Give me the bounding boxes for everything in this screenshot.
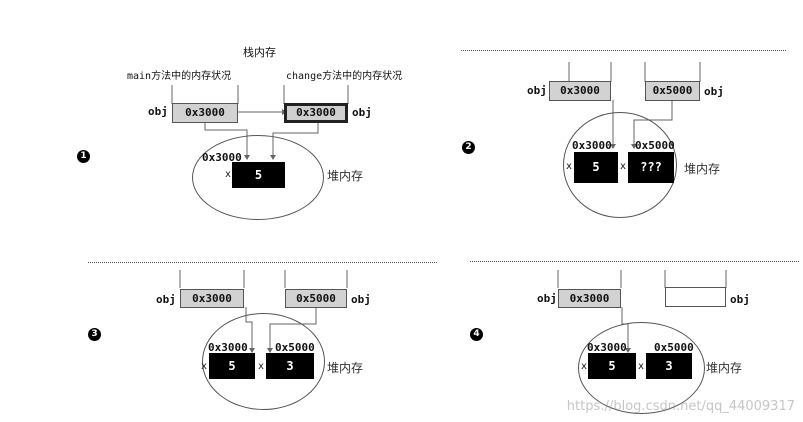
- p1-heap-ellipse: [192, 135, 324, 220]
- p1-heap-address: 0x3000: [202, 151, 242, 164]
- p4-heap-address-2: 0x5000: [654, 341, 694, 354]
- p4-heap-address-1: 0x3000: [587, 341, 627, 354]
- p2-x-label-2: x: [620, 161, 627, 172]
- p3-heap-address-2: 0x5000: [275, 341, 315, 354]
- main-method-caption: main方法中的内存状况: [127, 71, 232, 82]
- p2-heap-object-1: 5: [574, 152, 618, 183]
- p4-heap-memory-label: 堆内存: [706, 361, 743, 375]
- p2-x-label-1: x: [566, 161, 573, 172]
- panel-number-4: 4: [470, 328, 483, 341]
- panel-number-2: 2: [462, 141, 475, 154]
- p1-heap-memory-label: 堆内存: [327, 169, 364, 183]
- p3-heap-object-1: 5: [209, 353, 255, 379]
- p3-change-obj-label: obj: [351, 293, 371, 306]
- separator-bottom-right: [470, 261, 799, 262]
- p1-change-obj-label: obj: [352, 106, 372, 119]
- p4-heap-ellipse: [578, 322, 705, 414]
- p1-x-label: x: [225, 169, 232, 180]
- p3-heap-memory-label: 堆内存: [327, 361, 364, 375]
- p3-x-label-2: x: [258, 361, 265, 372]
- p2-heap-object-2: ???: [628, 152, 674, 183]
- p4-x-label-1: x: [581, 361, 588, 372]
- p3-heap-ellipse: [202, 313, 325, 410]
- p3-change-obj-reference: 0x5000: [285, 289, 347, 308]
- p3-main-obj-reference: 0x3000: [180, 289, 244, 308]
- stack-memory-title: 栈内存: [243, 46, 276, 59]
- p1-main-obj-label: obj: [148, 105, 168, 118]
- panel-number-1: 1: [77, 150, 90, 163]
- p3-main-obj-label: obj: [156, 293, 176, 306]
- separator-top-right: [461, 50, 786, 51]
- p2-change-obj-label: obj: [704, 85, 724, 98]
- p2-heap-address-2: 0x5000: [635, 139, 675, 152]
- p3-x-label-1: x: [201, 361, 208, 372]
- p1-heap-object: 5: [232, 162, 285, 188]
- p4-heap-object-2: 3: [646, 353, 692, 379]
- change-method-caption: change方法中的内存状况: [286, 71, 403, 82]
- p4-change-obj-label: obj: [730, 293, 750, 306]
- p2-main-obj-reference: 0x3000: [549, 81, 611, 101]
- p2-change-obj-reference: 0x5000: [645, 81, 700, 101]
- watermark-text: https://blog.csdn.net/qq_44009317: [566, 399, 795, 414]
- p2-heap-memory-label: 堆内存: [684, 162, 721, 176]
- panel-number-3: 3: [88, 328, 101, 341]
- p4-main-obj-reference: 0x3000: [558, 289, 621, 308]
- p4-change-obj-reference-empty: [665, 287, 726, 307]
- separator-bottom-left: [88, 262, 437, 263]
- p4-heap-object-1: 5: [588, 353, 636, 379]
- p1-change-obj-reference: 0x3000: [284, 103, 348, 123]
- p2-heap-address-1: 0x3000: [572, 139, 612, 152]
- p3-heap-address-1: 0x3000: [208, 341, 248, 354]
- p1-main-obj-reference: 0x3000: [172, 103, 238, 123]
- p3-heap-object-2: 3: [266, 353, 314, 379]
- p4-main-obj-label: obj: [537, 292, 557, 305]
- p2-heap-ellipse: [563, 112, 677, 218]
- p2-main-obj-label: obj: [527, 84, 547, 97]
- p4-x-label-2: x: [638, 361, 645, 372]
